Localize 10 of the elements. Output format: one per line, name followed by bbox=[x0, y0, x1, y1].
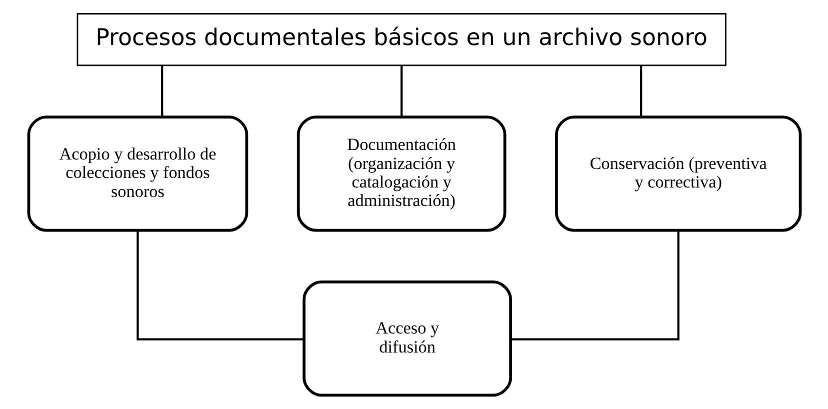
connector bbox=[160, 65, 163, 117]
node-box: Acceso y difusión bbox=[302, 280, 512, 397]
node-box: Procesos documentales básicos en un archivo sonoro bbox=[76, 13, 726, 66]
connector bbox=[640, 65, 642, 117]
connector bbox=[400, 65, 402, 117]
connector bbox=[510, 230, 679, 340]
node-box: Acopio y desarrollo de colecciones y fondos sonoros bbox=[26, 116, 248, 232]
node-box: Documentación (organización y catalogación y administración) bbox=[296, 116, 506, 232]
node-box: Conservación (preventiva y correctiva) bbox=[554, 116, 802, 232]
connector bbox=[136, 230, 304, 340]
